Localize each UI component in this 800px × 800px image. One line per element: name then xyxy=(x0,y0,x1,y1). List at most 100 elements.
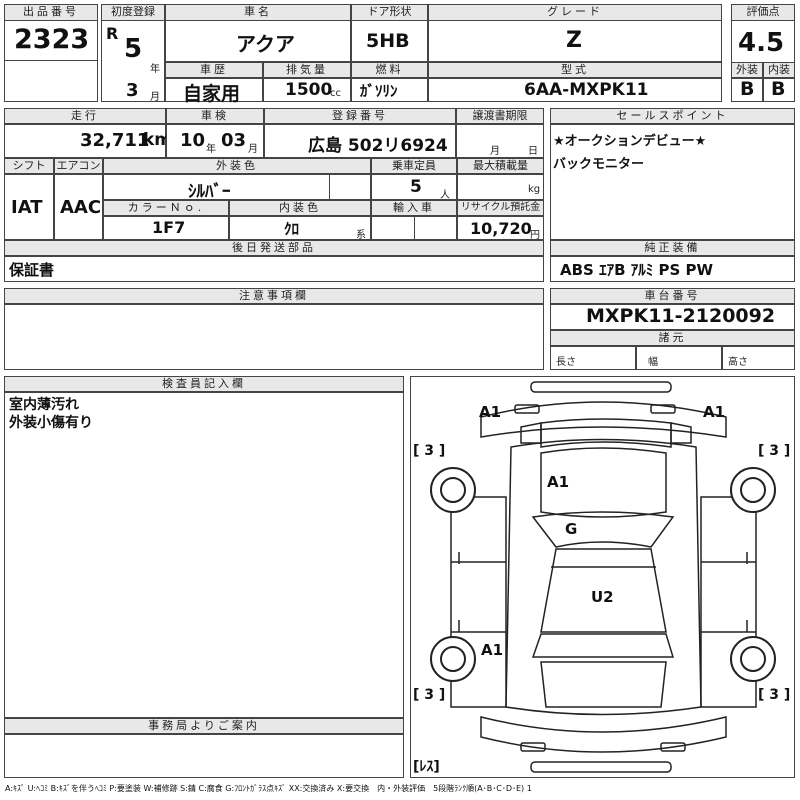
lot-label: 出品番号 xyxy=(4,4,98,21)
damage-diagram: A1 A1 A1 G U2 A1 [ 3 ] [ 3 ] [ 3 ] [ 3 ]… xyxy=(410,376,795,778)
equipment-value: ABS ｴｱB ｱﾙﾐ PS PW xyxy=(560,261,714,279)
history-label: 車歴 xyxy=(165,62,263,78)
sales-point-line-1: ★オークションデビュー★ xyxy=(553,134,707,149)
office-label: 事務局よりご案内 xyxy=(4,718,404,734)
transfer-label: 譲渡書期限 xyxy=(456,108,544,124)
import-sub xyxy=(414,216,457,240)
model-cell xyxy=(428,78,722,102)
car-name-label: 車名 xyxy=(165,4,351,21)
notes-cell xyxy=(4,304,544,370)
grade-value: Z xyxy=(566,28,582,53)
color-no-label: カラーＮｏ. xyxy=(103,200,229,216)
door-label: ドア形状 xyxy=(351,4,428,21)
recycle-label: リサイクル預託金 xyxy=(457,200,544,216)
shift-label: シフト xyxy=(4,158,54,174)
inspector-line-2: 外装小傷有り xyxy=(9,415,93,431)
aircon-value: AAC xyxy=(60,197,102,218)
tire-fl-mark: [ 3 ] xyxy=(413,443,445,459)
int-score-label: 内装 xyxy=(763,62,795,78)
dims-height-label: 高さ xyxy=(728,357,748,368)
ext-score-value: B xyxy=(740,78,755,100)
capacity-cell xyxy=(371,174,457,200)
inspector-label: 検査員記入欄 xyxy=(4,376,404,392)
sales-point-label: セールスポイント xyxy=(550,108,795,124)
displacement-cell xyxy=(263,78,351,102)
mark-a1-front-right: A1 xyxy=(703,403,725,421)
first-reg-label: 初度登録 xyxy=(101,4,165,21)
first-reg-month-unit: 月 xyxy=(150,92,160,103)
transfer-cell xyxy=(456,124,544,158)
car-name-value: アクア xyxy=(236,32,295,56)
displacement-label: 排気量 xyxy=(263,62,351,78)
car-outline: A1 A1 A1 G U2 A1 [ 3 ] [ 3 ] [ 3 ] [ 3 ]… xyxy=(413,381,790,775)
ext-score-cell xyxy=(731,78,763,102)
interior-color-unit: 系 xyxy=(356,230,366,241)
lot-blank xyxy=(4,60,98,102)
displacement-value: 1500 xyxy=(285,80,333,100)
mark-u2-roof: U2 xyxy=(591,588,614,606)
spare-mark: [ﾚｽ] xyxy=(413,759,440,775)
int-score-cell xyxy=(763,78,795,102)
plate-value: 広島 502リ6924 xyxy=(308,136,448,156)
aircon-cell xyxy=(54,174,103,240)
mileage-cell xyxy=(4,124,166,158)
color-no-cell xyxy=(103,216,229,240)
notes-label: 注意事項欄 xyxy=(4,288,544,304)
office-cell xyxy=(4,734,404,778)
score-value: 4.5 xyxy=(738,28,785,58)
sales-point-line-2: バックモニター xyxy=(553,157,645,172)
import-label: 輸入車 xyxy=(371,200,457,216)
dims-length-cell xyxy=(550,346,636,370)
inspector-line-1: 室内薄汚れ xyxy=(9,397,79,413)
int-score-value: B xyxy=(771,78,786,100)
exterior-color-label: 外装色 xyxy=(103,158,371,174)
exterior-color-value: ｼﾙﾊﾞｰ xyxy=(188,182,231,202)
displacement-unit: cc xyxy=(330,88,341,99)
door-value: 5HB xyxy=(366,30,410,52)
inspection-cell xyxy=(166,124,264,158)
first-reg-month: 3 xyxy=(126,80,139,101)
mark-a1-hood: A1 xyxy=(547,473,569,491)
inspection-year-unit: 年 xyxy=(206,144,216,155)
capacity-unit: 人 xyxy=(440,190,450,201)
transfer-day-unit: 日 xyxy=(528,146,538,157)
recycle-cell xyxy=(457,216,544,240)
equipment-label: 純正装備 xyxy=(550,240,795,256)
history-value: 自家用 xyxy=(183,83,241,105)
history-cell xyxy=(165,78,263,102)
recycle-unit: 円 xyxy=(530,230,540,241)
equipment-cell xyxy=(550,256,795,282)
mileage-label: 走行 xyxy=(4,108,166,124)
capacity-label: 乗車定員 xyxy=(371,158,457,174)
max-load-label: 最大積載量 xyxy=(457,158,544,174)
legend-text: A:ｷｽﾞ U:ﾍｺﾐ B:ｷｽﾞを伴うﾍｺﾐ P:要塗装 W:補修跡 S:錆 … xyxy=(5,784,532,793)
capacity-value: 5 xyxy=(410,177,422,197)
inspection-month-unit: 月 xyxy=(248,144,258,155)
fuel-label: 燃料 xyxy=(351,62,428,78)
interior-color-value: ｸﾛ xyxy=(284,220,300,238)
color-no-value: 1F7 xyxy=(152,218,186,237)
later-parts-label: 後日発送部品 xyxy=(4,240,544,256)
mileage-value: 32,711 xyxy=(80,130,150,151)
mileage-unit: km xyxy=(143,130,173,150)
tire-rl-mark: [ 3 ] xyxy=(413,687,445,703)
grade-label: グレード xyxy=(428,4,722,21)
max-load-unit: kg xyxy=(528,184,541,195)
fuel-cell xyxy=(351,78,428,102)
interior-color-cell xyxy=(229,216,371,240)
inspection-month: 03 xyxy=(221,130,247,151)
first-reg-era: R xyxy=(106,24,119,43)
chassis-value: MXPK11-2120092 xyxy=(586,305,776,327)
max-load-cell xyxy=(457,174,544,200)
ext-score-label: 外装 xyxy=(731,62,763,78)
aircon-label: エアコン xyxy=(54,158,103,174)
later-parts-value: 保証書 xyxy=(9,261,55,279)
sales-point-cell xyxy=(550,124,795,240)
plate-cell xyxy=(264,124,456,158)
inspection-label: 車検 xyxy=(166,108,264,124)
dims-height-cell xyxy=(722,346,795,370)
chassis-cell xyxy=(550,304,795,330)
inspection-year: 10 xyxy=(180,130,206,151)
first-reg-year: 5 xyxy=(124,34,143,64)
first-reg-year-unit: 年 xyxy=(150,64,160,75)
